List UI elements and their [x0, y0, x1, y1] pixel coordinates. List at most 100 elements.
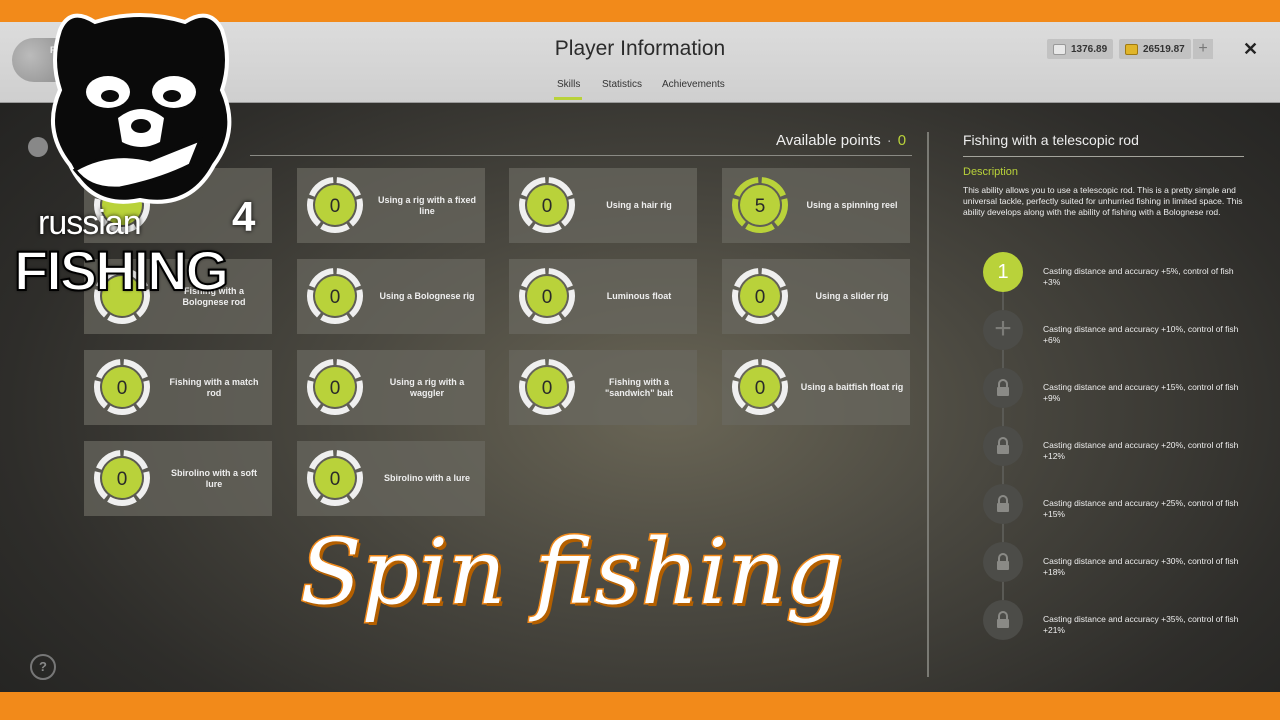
tab-bar: Skills Statistics Achievements — [540, 79, 740, 103]
skill-level-value: 0 — [755, 378, 766, 399]
level-badge: 1 — [983, 252, 1023, 292]
skill-card-label: Using a hair rig — [606, 200, 672, 210]
available-points: Available points · 0 — [776, 132, 906, 149]
skill-card[interactable]: 0 Using a slider rig — [722, 259, 910, 334]
skill-card-label: Using a Bolognese rig — [379, 291, 475, 301]
skill-ring-icon: 0 — [307, 177, 363, 233]
skill-card[interactable]: 0 Using a baitfish float rig — [722, 350, 910, 425]
back-arrow-icon[interactable] — [28, 137, 48, 157]
game-logo: russian 4 FISHING — [0, 0, 290, 320]
skill-ring-icon: 0 — [94, 450, 150, 506]
frame-top-bar — [0, 0, 1280, 22]
skill-card-label: Using a baitfish float rig — [800, 382, 904, 392]
silver-balance-value: 1376.89 — [1071, 43, 1108, 55]
skill-card[interactable]: 0 Sbirolino with a soft lure — [84, 441, 272, 516]
skill-card[interactable]: 0 Using a hair rig — [509, 168, 697, 243]
skill-level-value: 0 — [117, 378, 128, 399]
skill-ring-icon: 0 — [732, 359, 788, 415]
skill-card[interactable]: Fishing with a Bolognese rod — [84, 259, 272, 334]
skill-card-label: Sbirolino with a lure — [383, 473, 470, 483]
skill-card-label: Fishing with a match rod — [169, 376, 259, 398]
available-points-label: Available points — [776, 132, 881, 149]
skill-card-label: Luminous float — [606, 291, 672, 301]
lock-icon — [983, 600, 1023, 640]
skills-divider — [250, 155, 912, 156]
skill-level-value: 0 — [330, 287, 341, 308]
page-title: Player Information — [554, 37, 726, 60]
skill-level-value: 0 — [755, 287, 766, 308]
silver-balance: 1376.89 — [1047, 39, 1114, 59]
available-points-separator: · — [886, 132, 892, 149]
level-bonus-text: Casting distance and accuracy +20%, cont… — [1043, 440, 1239, 461]
skill-ring-icon: 0 — [307, 268, 363, 324]
skill-ring-icon: 0 — [307, 450, 363, 506]
skill-card[interactable]: 5 Using a spinning reel — [722, 168, 910, 243]
skill-level-value: 0 — [330, 378, 341, 399]
skill-card-label: Using a slider rig — [815, 291, 889, 301]
available-points-value: 0 — [897, 132, 907, 149]
level-bonus-text: Casting distance and accuracy +10%, cont… — [1043, 324, 1239, 345]
description-heading: Description — [963, 166, 1019, 178]
lock-icon — [983, 426, 1023, 466]
level-bonus-text: Casting distance and accuracy +25%, cont… — [1043, 498, 1239, 519]
bear-logo-icon — [50, 13, 232, 204]
spin-fishing-banner: Spin fishing — [298, 519, 844, 627]
skill-card-label: Using a spinning reel — [806, 200, 898, 210]
silver-coin-icon — [1053, 43, 1066, 55]
skill-level-value: 0 — [117, 469, 128, 490]
gold-coin-icon — [1125, 43, 1138, 55]
level-bonus-text: Casting distance and accuracy +5%, contr… — [1043, 266, 1234, 287]
detail-divider — [963, 156, 1244, 157]
skill-card[interactable]: 0 Using a Bolognese rig — [297, 259, 485, 334]
add-level-icon[interactable]: + — [983, 310, 1023, 350]
skill-card[interactable]: 0 Sbirolino with a lure — [297, 441, 485, 516]
skill-level-value: 0 — [330, 469, 341, 490]
lock-icon — [983, 484, 1023, 524]
level-bonus-text: Casting distance and accuracy +35%, cont… — [1043, 614, 1239, 635]
logo-word-fishing: FISHING — [13, 238, 230, 303]
panel-divider — [927, 132, 929, 677]
level-bonus-text: Casting distance and accuracy +30%, cont… — [1043, 556, 1239, 577]
logo-word-russian: russian — [38, 204, 142, 242]
skill-ring-icon: 0 — [519, 268, 575, 324]
skill-card[interactable]: 0 Using a rig with a fixed line — [297, 168, 485, 243]
skill-ring-icon: 0 — [732, 268, 788, 324]
detail-title: Fishing with a telescopic rod — [963, 132, 1139, 148]
help-icon[interactable]: ? — [30, 654, 56, 680]
skill-card[interactable]: 0 Fishing with a match rod — [84, 350, 272, 425]
skill-card-label: Sbirolino with a soft lure — [171, 467, 257, 489]
skill-card[interactable]: 0 Luminous float — [509, 259, 697, 334]
skill-card-label: Fishing with a Bolognese rod — [182, 285, 246, 307]
skill-level-value: 0 — [330, 196, 341, 217]
skill-card-label: Fishing with a "sandwich" bait — [604, 376, 674, 398]
logo-number: 4 — [232, 193, 256, 240]
skill-card-label: Using a rig with a fixed line — [377, 194, 476, 216]
tab-statistics[interactable]: Statistics — [602, 79, 643, 90]
add-currency-button[interactable]: + — [1193, 39, 1213, 59]
level-bonus-text: Casting distance and accuracy +15%, cont… — [1043, 382, 1239, 403]
skill-ring-icon: 5 — [732, 177, 788, 233]
skill-card-label: Using a rig with a waggler — [389, 376, 465, 398]
skill-card[interactable]: 0 Fishing with a "sandwich" bait — [509, 350, 697, 425]
lock-icon — [983, 542, 1023, 582]
gold-balance: 26519.87 — [1119, 39, 1191, 59]
tab-skills[interactable]: Skills — [557, 79, 581, 90]
skill-ring-icon: 0 — [307, 359, 363, 415]
lock-icon — [983, 368, 1023, 408]
skill-level-value: 5 — [755, 196, 766, 217]
active-tab-indicator — [554, 97, 582, 100]
skill-ring-icon: 0 — [519, 177, 575, 233]
frame-bottom-bar — [0, 692, 1280, 720]
description-text: This ability allows you to use a telesco… — [963, 185, 1243, 217]
skill-ring-icon — [94, 268, 150, 324]
close-icon[interactable]: ✕ — [1243, 39, 1259, 59]
skill-ring-icon: 0 — [94, 359, 150, 415]
skill-level-value: 0 — [542, 378, 553, 399]
skill-ring-icon: 0 — [519, 359, 575, 415]
tab-achievements[interactable]: Achievements — [662, 79, 725, 90]
skill-level-value: 0 — [542, 196, 553, 217]
skill-level-value: 0 — [542, 287, 553, 308]
skill-card[interactable]: 0 Using a rig with a waggler — [297, 350, 485, 425]
gold-balance-value: 26519.87 — [1143, 43, 1185, 55]
